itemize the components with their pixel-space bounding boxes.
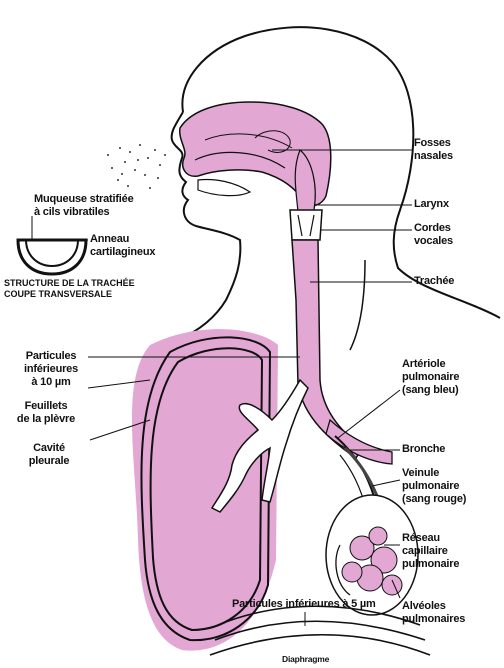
trachea-cross-section bbox=[18, 240, 86, 274]
trachea-tube bbox=[292, 240, 362, 458]
label-larynx: Larynx bbox=[414, 198, 449, 211]
right-bronchus bbox=[326, 420, 392, 464]
label-particules-5: Particules inférieures à 5 µm bbox=[232, 598, 376, 611]
label-trachee: Trachée bbox=[414, 275, 454, 288]
particle-spray bbox=[107, 144, 166, 189]
pleura-inner bbox=[151, 348, 262, 630]
label-bronche: Bronche bbox=[402, 443, 445, 456]
larynx-shape bbox=[290, 210, 322, 240]
label-diaphragme: Diaphragme bbox=[282, 654, 329, 665]
